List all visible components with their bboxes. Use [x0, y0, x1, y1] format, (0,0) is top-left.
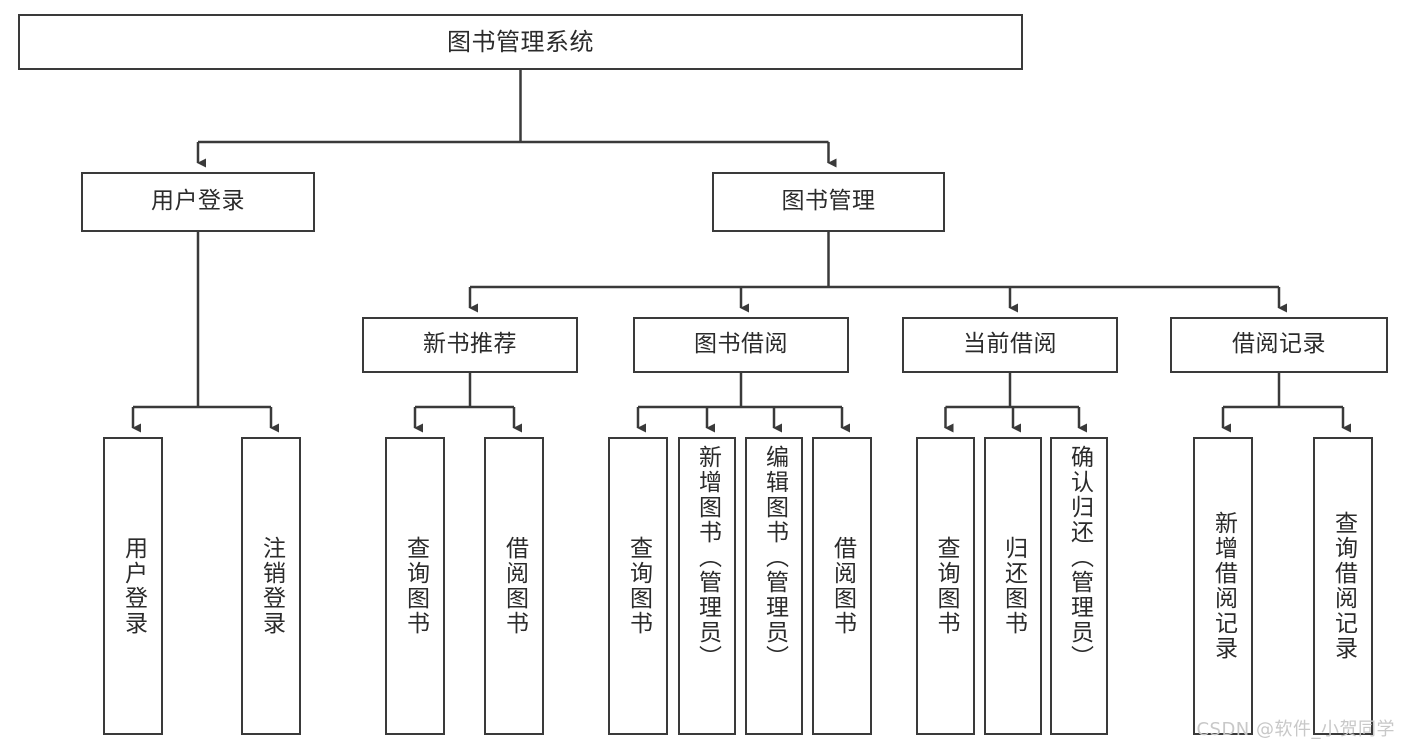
csdn-watermark: CSDN @软件_小贺同学: [1196, 719, 1395, 740]
node-current-borrow[interactable]: 当前借阅: [902, 317, 1118, 373]
node-leaf-query-book-1[interactable]: 查询图书: [385, 437, 445, 735]
node-label-leaf-edit-book-admin: 编辑图书（管理员）: [761, 445, 788, 670]
node-label-leaf-return-book: 归还图书: [1000, 536, 1027, 636]
node-leaf-user-login[interactable]: 用户登录: [103, 437, 163, 735]
node-label-leaf-user-login: 用户登录: [120, 536, 147, 636]
node-leaf-query-book-3[interactable]: 查询图书: [916, 437, 975, 735]
node-label-leaf-user-logout: 注销登录: [258, 536, 285, 636]
node-label-current-borrow: 当前借阅: [963, 331, 1057, 358]
node-book-manage[interactable]: 图书管理: [712, 172, 945, 232]
node-label-leaf-query-book-2: 查询图书: [625, 536, 652, 636]
node-label-root: 图书管理系统: [447, 27, 594, 56]
node-root[interactable]: 图书管理系统: [18, 14, 1023, 70]
node-label-leaf-borrow-book-1: 借阅图书: [501, 536, 528, 636]
node-label-book-borrow: 图书借阅: [694, 331, 788, 358]
node-label-leaf-add-borrow-record: 新增借阅记录: [1210, 511, 1237, 661]
node-label-leaf-add-book-admin: 新增图书（管理员）: [694, 445, 721, 670]
node-leaf-borrow-book-2[interactable]: 借阅图书: [812, 437, 872, 735]
node-leaf-add-book-admin[interactable]: 新增图书（管理员）: [678, 437, 736, 735]
node-label-leaf-confirm-return-admin: 确认归还（管理员）: [1066, 445, 1093, 670]
node-leaf-add-borrow-record[interactable]: 新增借阅记录: [1193, 437, 1253, 735]
node-label-leaf-query-book-3: 查询图书: [933, 536, 959, 636]
node-leaf-confirm-return-admin[interactable]: 确认归还（管理员）: [1050, 437, 1108, 735]
node-label-leaf-query-borrow-record: 查询借阅记录: [1330, 511, 1357, 661]
node-leaf-user-logout[interactable]: 注销登录: [241, 437, 301, 735]
node-leaf-borrow-book-1[interactable]: 借阅图书: [484, 437, 544, 735]
node-label-user-login: 用户登录: [151, 188, 245, 215]
node-leaf-return-book[interactable]: 归还图书: [984, 437, 1042, 735]
node-label-borrow-record: 借阅记录: [1232, 331, 1326, 358]
node-book-borrow[interactable]: 图书借阅: [633, 317, 849, 373]
node-leaf-query-borrow-record[interactable]: 查询借阅记录: [1313, 437, 1373, 735]
node-user-login[interactable]: 用户登录: [81, 172, 315, 232]
node-label-leaf-query-book-1: 查询图书: [402, 536, 429, 636]
node-new-book-rec[interactable]: 新书推荐: [362, 317, 578, 373]
node-borrow-record[interactable]: 借阅记录: [1170, 317, 1388, 373]
node-leaf-query-book-2[interactable]: 查询图书: [608, 437, 668, 735]
node-label-new-book-rec: 新书推荐: [423, 331, 517, 358]
node-label-book-manage: 图书管理: [781, 188, 876, 215]
node-label-leaf-borrow-book-2: 借阅图书: [829, 536, 856, 636]
node-leaf-edit-book-admin[interactable]: 编辑图书（管理员）: [745, 437, 803, 735]
